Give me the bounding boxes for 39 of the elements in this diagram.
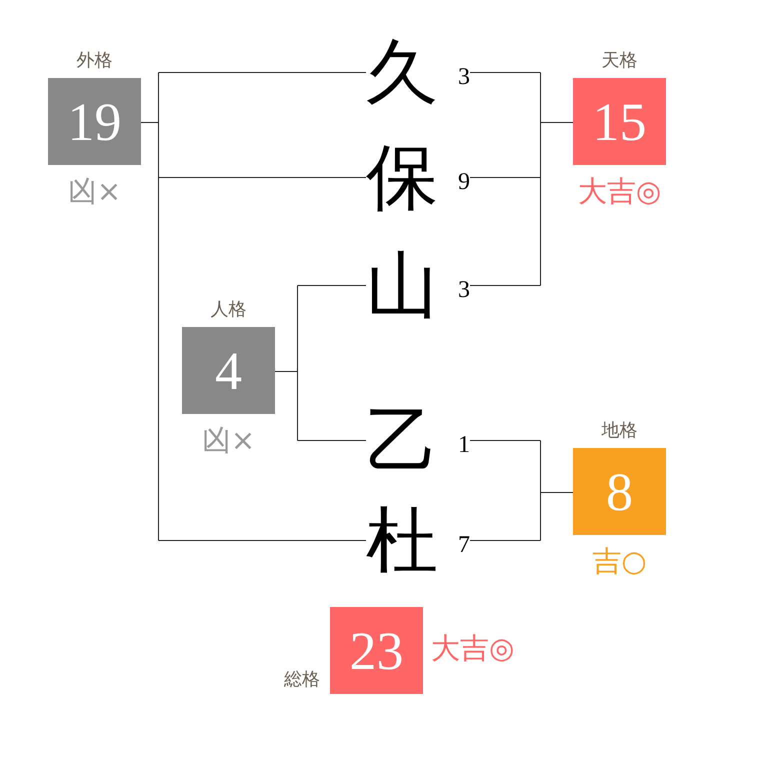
bracket-line	[274, 285, 298, 441]
score-tile: 4	[182, 327, 275, 414]
stroke-count: 9	[458, 169, 470, 195]
bracket-line	[158, 72, 366, 73]
stroke-count: 3	[458, 277, 470, 303]
stroke-count: 7	[458, 532, 470, 558]
category-label: 人格	[210, 299, 246, 321]
bracket-line	[470, 540, 541, 541]
fortune-verdict: 吉○	[592, 544, 647, 578]
bracket-line	[470, 285, 541, 286]
score-tile: 15	[573, 78, 666, 165]
bracket-line	[470, 177, 541, 178]
fortune-verdict: 凶×	[68, 174, 122, 208]
category-label: 総格	[284, 669, 320, 691]
category-label: 外格	[76, 50, 112, 72]
stroke-count: 1	[458, 432, 470, 458]
name-character: 乙	[366, 400, 438, 480]
bracket-line	[540, 440, 574, 541]
fortune-verdict: 大吉◎	[578, 174, 662, 208]
fortune-verdict: 凶×	[202, 423, 256, 457]
bracket-line	[140, 72, 159, 541]
bracket-line	[158, 177, 366, 178]
name-character: 保	[366, 137, 438, 217]
name-character: 久	[366, 32, 438, 112]
bracket-line	[470, 72, 541, 73]
category-label: 天格	[602, 50, 638, 72]
bracket-line	[540, 72, 574, 286]
score-tile: 23	[330, 607, 423, 694]
fortune-verdict: 大吉◎	[431, 631, 514, 665]
bracket-line	[158, 540, 366, 541]
bracket-line	[470, 440, 541, 441]
name-character: 山	[366, 245, 438, 325]
category-label: 地格	[602, 420, 638, 442]
score-tile: 8	[573, 448, 666, 535]
stroke-count: 3	[458, 64, 470, 90]
score-tile: 19	[48, 78, 141, 165]
bracket-line	[297, 285, 366, 286]
name-character: 杜	[366, 500, 438, 580]
bracket-line	[297, 440, 366, 441]
